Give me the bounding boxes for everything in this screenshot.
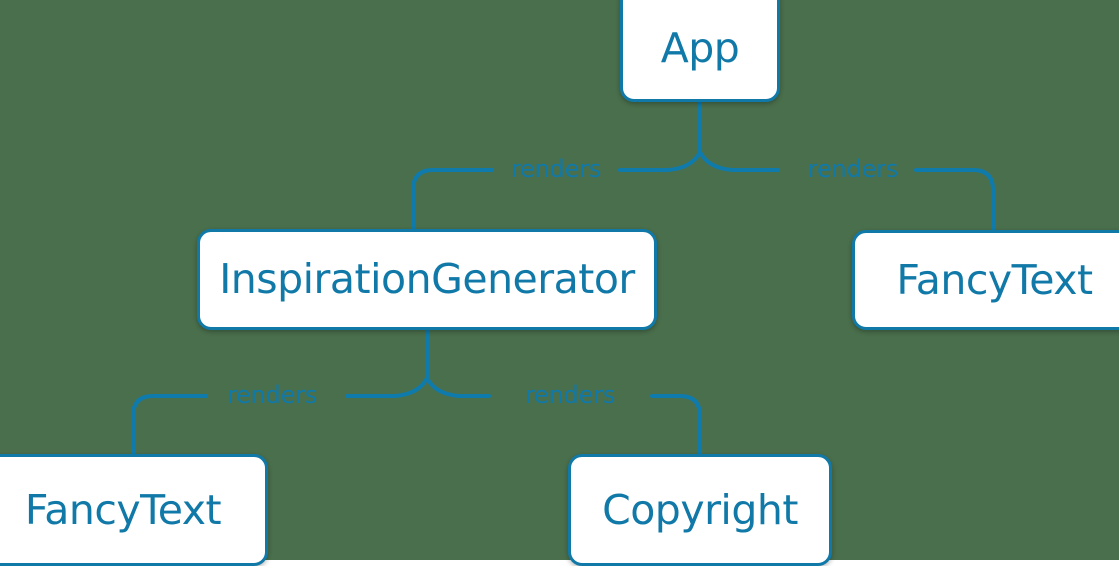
edge-label-inspirationgenerator-to-fancytext: renders xyxy=(227,381,317,409)
edge-app-to-inspirationgenerator-left-segment xyxy=(411,168,494,231)
node-app[interactable]: App xyxy=(620,0,780,102)
edge-app-to-fancytext-right-segment xyxy=(914,168,995,232)
edge-label-app-to-inspirationgenerator: renders xyxy=(511,155,601,183)
edge-inspirationgenerator-to-fancytext-right-segment xyxy=(345,376,429,398)
edge-inspirationgenerator-to-copyright-right-segment xyxy=(650,394,702,458)
edge-inspirationgenerator-to-fancytext-left-segment xyxy=(131,394,208,458)
edge-inspirationgenerator-to-copyright-left-segment xyxy=(425,376,491,398)
node-fancytext-right-label: FancyText xyxy=(896,255,1093,304)
edge-label-app-to-fancytext: renders xyxy=(808,155,898,183)
node-copyright-label: Copyright xyxy=(602,485,798,534)
node-fancytext-bottom-left[interactable]: FancyText xyxy=(0,454,268,566)
node-app-label: App xyxy=(660,23,740,72)
node-inspirationgenerator[interactable]: InspirationGenerator xyxy=(197,229,657,330)
node-fancytext-right[interactable]: FancyText xyxy=(852,230,1119,330)
edge-label-inspirationgenerator-to-copyright: renders xyxy=(525,381,615,409)
node-copyright[interactable]: Copyright xyxy=(568,454,832,566)
edge-app-to-fancytext-left-segment xyxy=(698,150,780,172)
node-inspirationgenerator-label: InspirationGenerator xyxy=(219,255,635,303)
node-fancytext-bottom-left-label: FancyText xyxy=(24,485,222,534)
edge-app-to-inspirationgenerator-right-segment xyxy=(618,150,702,172)
